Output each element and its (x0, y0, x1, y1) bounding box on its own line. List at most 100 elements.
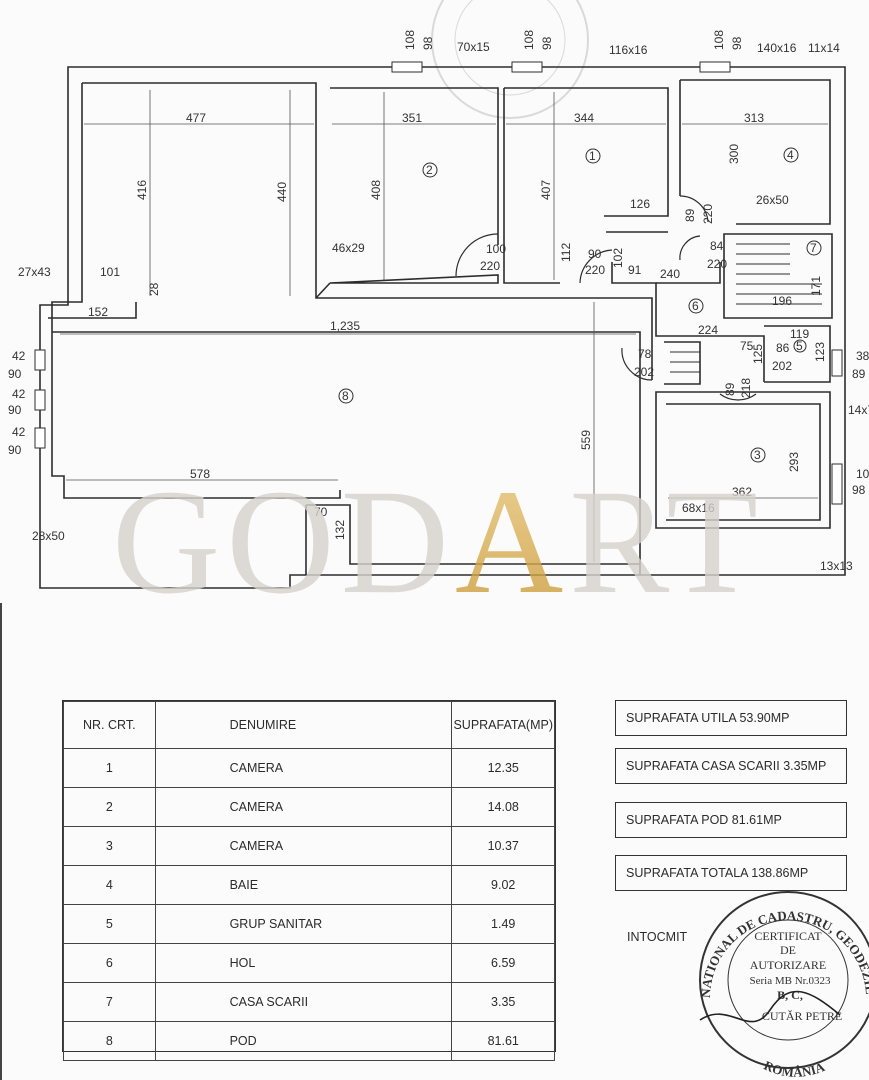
dim-75: 75 (740, 339, 754, 353)
dim-112: 112 (559, 243, 573, 262)
faint-stamp (431, 0, 589, 119)
dim-10: 10 (856, 467, 869, 481)
cell-nr: 4 (63, 865, 156, 905)
cell-nr: 3 (63, 826, 156, 866)
dim-407: 407 (539, 180, 553, 200)
room-marker-3: 3 (750, 447, 766, 463)
dimension-labels: 108 98 70x15 108 98 116x16 108 98 140x16… (8, 30, 869, 573)
walls (39, 66, 846, 589)
cell-denumire: CASA SCARII (154, 982, 453, 1022)
dim-top-70x15: 70x15 (457, 40, 490, 54)
summary-totala: SUPRAFATA TOTALA 138.86MP (615, 855, 847, 891)
dim-14x7: 14x7 (848, 403, 869, 417)
intocmit-label: INTOCMIT (627, 930, 688, 944)
dim-90-c: 90 (8, 443, 22, 457)
dim-102: 102 (611, 248, 625, 268)
dim-68x16: 68x16 (682, 501, 715, 515)
cell-suprafata: 10.37 (451, 826, 555, 866)
dim-293: 293 (787, 452, 801, 472)
summary-pod: SUPRAFATA POD 81.61MP (615, 802, 847, 838)
dim-top-140x16: 140x16 (757, 41, 797, 55)
dim-578: 578 (190, 467, 210, 481)
dim-top-108-a: 108 (403, 30, 417, 50)
stamp-line-3: AUTORIZARE (750, 958, 826, 972)
svg-text:6: 6 (692, 299, 699, 313)
dimension-lines (60, 90, 828, 562)
room-marker-4: 4 (783, 147, 799, 163)
dim-220-d: 220 (707, 257, 727, 271)
dim-top-98-b: 98 (540, 36, 554, 50)
dim-240: 240 (660, 267, 680, 281)
cell-suprafata: 1.49 (451, 904, 555, 944)
stamp-line-6: CUTĂR PETRE (762, 1009, 842, 1023)
page-edge-line (0, 603, 2, 1080)
windows (34, 61, 843, 505)
floor-plan: 108 98 70x15 108 98 116x16 108 98 140x16… (8, 0, 869, 600)
cell-nr: 5 (63, 904, 156, 944)
room-marker-6: 6 (688, 298, 704, 314)
dim-46x29: 46x29 (332, 241, 365, 255)
svg-text:3: 3 (754, 448, 761, 462)
dim-top-108-c: 108 (712, 30, 726, 50)
certification-stamp: NATIONAL DE CADASTRU, GEODEZIE ROMÂNIA C… (698, 891, 869, 1080)
dim-202-b: 202 (634, 365, 654, 379)
svg-text:1: 1 (589, 149, 596, 163)
room-marker-7: 7 (806, 240, 822, 256)
signature-scribble (699, 990, 841, 1023)
cell-suprafata: 3.35 (451, 982, 555, 1022)
dim-440: 440 (275, 182, 289, 202)
dim-top-98-a: 98 (421, 36, 435, 50)
stamp-line-1: CERTIFICAT (754, 929, 822, 943)
dim-42-b: 42 (12, 387, 26, 401)
dim-91: 91 (628, 263, 642, 277)
dim-218: 218 (739, 378, 753, 398)
cell-denumire: BAIE (154, 865, 453, 905)
room-marker-2: 2 (422, 162, 438, 178)
dim-28: 28 (147, 282, 161, 296)
dim-351: 351 (402, 111, 422, 125)
doors (455, 195, 757, 401)
dim-84: 84 (710, 239, 724, 253)
room-marker-1: 1 (585, 148, 601, 164)
dim-89b: 89 (723, 382, 737, 396)
cell-denumire: GRUP SANITAR (154, 904, 453, 944)
cell-denumire: CAMERA (154, 748, 453, 788)
dim-70: 70 (314, 505, 328, 519)
dim-171: 171 (809, 276, 823, 296)
legend-header-denumire: DENUMIRE (154, 701, 453, 749)
dim-90: 90 (588, 247, 602, 261)
legend-header-row: NR. CRT. DENUMIRE SUPRAFATA(MP) (63, 701, 555, 749)
cell-suprafata: 12.35 (451, 748, 555, 788)
dim-119: 119 (790, 327, 809, 341)
summary-casa-scarii: SUPRAFATA CASA SCARII 3.35MP (615, 748, 847, 784)
stairs (670, 243, 822, 373)
dim-top-108-b: 108 (522, 30, 536, 50)
room-marker-8: 8 (338, 388, 354, 404)
cell-nr: 6 (63, 943, 156, 983)
cell-denumire: CAMERA (154, 826, 453, 866)
dim-86: 86 (776, 341, 790, 355)
dim-90-b: 90 (8, 403, 22, 417)
dim-89c: 89 (852, 367, 866, 381)
dim-top-116x16: 116x16 (609, 43, 648, 57)
cell-nr: 1 (63, 748, 156, 788)
dim-28x50: 28x50 (32, 529, 65, 543)
dim-27x43: 27x43 (18, 265, 51, 279)
dim-224: 224 (698, 323, 718, 337)
dim-344: 344 (574, 111, 594, 125)
svg-text:7: 7 (810, 241, 817, 255)
svg-text:2: 2 (426, 163, 433, 177)
stamp-line-2: DE (780, 943, 796, 957)
svg-text:5: 5 (796, 339, 803, 353)
dim-126: 126 (630, 197, 650, 211)
godart-watermark: GODART (112, 459, 764, 600)
dim-90-a: 90 (8, 367, 22, 381)
dim-196: 196 (772, 294, 792, 308)
watermark-text: GODART (112, 459, 764, 600)
dim-1235: 1,235 (330, 319, 360, 333)
